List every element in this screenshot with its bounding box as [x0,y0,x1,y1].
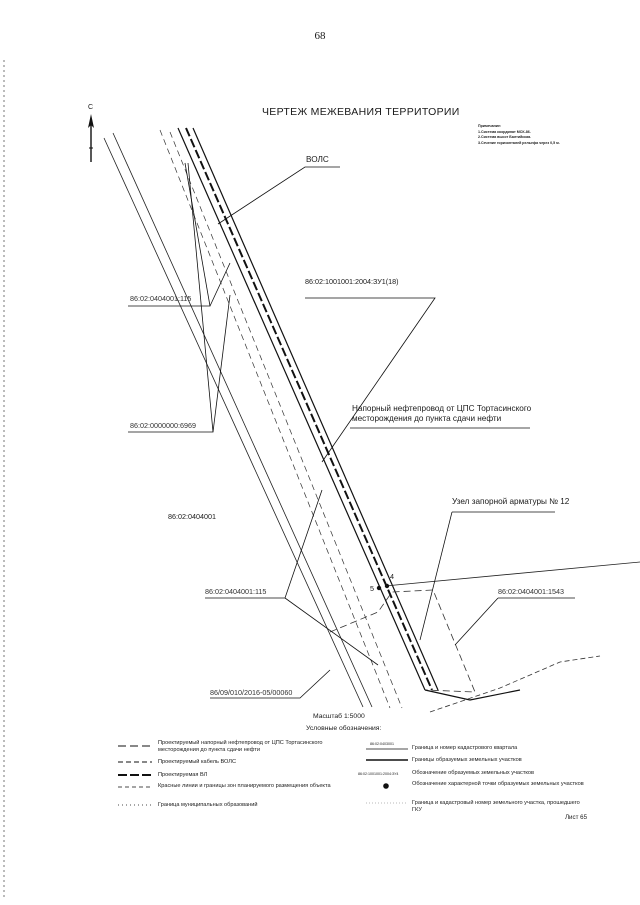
leader-line [128,162,211,307]
sheet-number: Лист 65 [565,814,588,821]
parcel-boundary-line [429,655,601,713]
legend-item-text: Граница и номер кадастрового квартала [412,745,518,751]
drawing-title: ЧЕРТЕЖ МЕЖЕВАНИЯ ТЕРРИТОРИИ [262,106,460,118]
point-number: 4 [390,572,394,581]
quarter-label: 86:02:0404001 [168,512,216,521]
notes-block: Примечание: 1.Система координат МСК-86. … [478,124,560,146]
legend-item-text: Граница муниципальных образований [158,802,258,808]
road-line [384,561,640,587]
characteristic-point [376,585,382,591]
legend-item-text: Обозначение характерной точки образуемых… [412,781,584,787]
leader-line [419,511,453,641]
legend-item-text: Проектируемый кабель ВОЛС [158,759,237,765]
north-arrow: С [84,104,98,164]
leader-line [205,489,323,599]
red-line-boundary [169,131,403,709]
parcel-label: 86:02:0404001:115 [205,587,267,596]
pipeline-corridor-line [177,127,426,691]
parcel-label: 86:02:0404001:115 [130,294,192,303]
red-line-boundary [159,129,391,709]
legend-item-text: Проектируемая ВЛ [158,772,208,778]
legend-title: Условные обозначения: [306,725,382,732]
vl-line [185,127,433,691]
point-number: 5 [370,584,374,593]
north-arrow-icon [88,114,94,162]
fiber-optic-label: ВОЛС [306,155,329,164]
legend-symbols [118,745,408,806]
leader-line [454,597,499,646]
leader-line [209,262,231,307]
page-number: 68 [314,30,326,42]
pipeline-label: Напорный нефтепровод от ЦПС Тортасинског… [352,404,532,423]
parcel-label: 86:02:0404001:1543 [498,587,564,596]
legend-item-text: Границы образуемых земельных участков [412,757,522,763]
parcel-label: 86/09/010/2016-05/00060 [210,688,293,697]
leader-line [284,597,379,666]
formed-parcel-boundary [329,589,476,693]
legend-item-text: Граница и кадастровый номер земельного у… [412,800,580,813]
parcel-boundary-line [103,137,364,708]
legend-code: 86:02:1001001:2004:ЗУ4 [358,772,399,776]
valve-node-label: Узел запорной арматуры № 12 [452,497,570,506]
parcel-boundary-line [424,689,521,701]
pipeline-corridor-line [192,127,439,691]
note-item: 1.Система координат МСК-86. [478,129,531,134]
parcel-boundary-line [112,132,373,708]
parcel-label: 86:02:1001001:2004:ЗУ1(18) [305,277,399,286]
legend-item-text: Красные линии и границы зон планируемого… [158,783,331,789]
note-item: 3.Сечение горизонталей рельефа через 0,5… [478,140,560,145]
leader-line [212,294,231,433]
note-item: 2.Система высот Балтийская. [478,135,532,139]
leader-line [305,297,436,463]
scale-label: Масштаб 1:5000 [313,713,365,720]
legend-item-text: Обозначение образуемых земельных участко… [412,770,534,776]
leader-line [217,166,340,225]
characteristic-point [384,583,390,589]
parcel-label: 86:02:0000000:6969 [130,421,196,430]
legend-code: 86:02:0403001 [370,742,394,746]
north-label: С [88,104,94,111]
leader-line [210,669,331,699]
notes-heading: Примечание: [478,124,502,128]
legend-item-text: Проектируемый напорный нефтепровод от ЦП… [158,740,323,753]
